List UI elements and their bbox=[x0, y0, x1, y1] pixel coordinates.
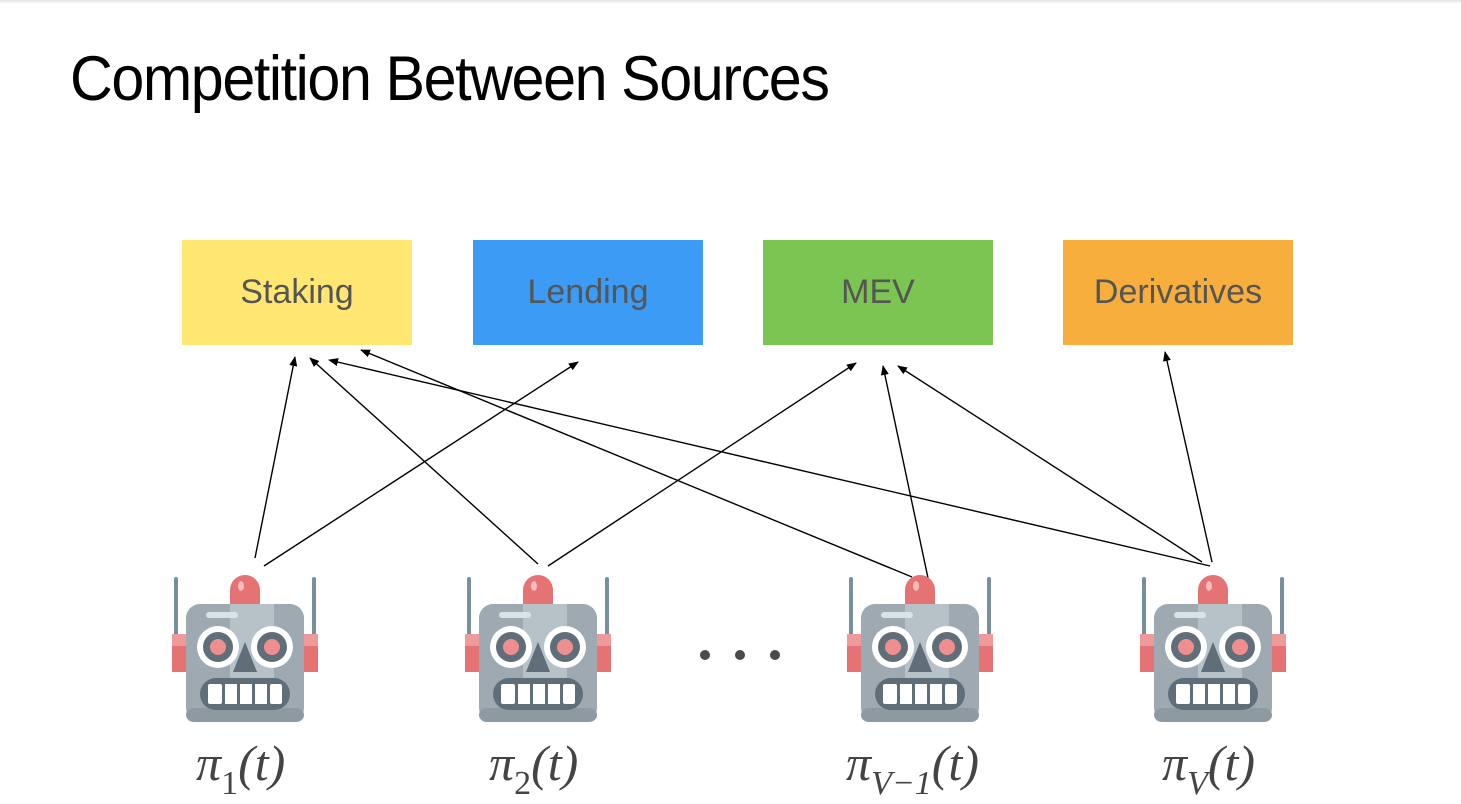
policy-subscript: V−1 bbox=[871, 765, 932, 802]
policy-subscript: V bbox=[1187, 765, 1208, 802]
policy-arg: (t) bbox=[931, 735, 979, 791]
policy-label-agent-v: πV(t) bbox=[1162, 735, 1256, 801]
arrow-agent-2-to-mev bbox=[547, 362, 857, 567]
source-box-staking[interactable]: Staking bbox=[182, 240, 412, 345]
arrow-agent-v-to-derivatives bbox=[1163, 351, 1213, 563]
policy-symbol: π bbox=[1162, 735, 1188, 791]
source-label-derivatives: Derivatives bbox=[1093, 273, 1263, 311]
arrow-agent-v-minus-1-to-staking bbox=[360, 349, 913, 578]
policy-subscript: 1 bbox=[221, 765, 239, 802]
robot-face-icon bbox=[170, 572, 320, 724]
source-label-staking: Staking bbox=[240, 273, 354, 311]
policy-label-agent-2: π2(t) bbox=[489, 735, 579, 801]
arrow-agent-v-to-mev bbox=[897, 365, 1203, 563]
more-agents-ellipsis bbox=[700, 640, 780, 670]
slide-top-edge bbox=[0, 0, 1461, 4]
policy-arg: (t) bbox=[1207, 735, 1256, 791]
policy-symbol: π bbox=[489, 735, 515, 791]
robot-face-icon bbox=[1138, 572, 1288, 724]
robot-face-icon bbox=[845, 572, 995, 724]
source-box-lending[interactable]: Lending bbox=[473, 240, 703, 345]
arrow-agent-v-minus-1-to-mev bbox=[880, 365, 929, 579]
ellipsis-dot bbox=[700, 650, 710, 660]
policy-symbol: π bbox=[196, 735, 222, 791]
policy-arg: (t) bbox=[238, 735, 286, 791]
arrow-agent-v-to-staking bbox=[328, 358, 1211, 567]
arrow-agent-1-to-lending bbox=[263, 361, 579, 567]
policy-label-agent-v-minus-1: πV−1(t) bbox=[846, 735, 979, 801]
policy-subscript: 2 bbox=[514, 765, 532, 802]
arrow-agent-1-to-staking bbox=[254, 356, 298, 559]
robot-face-icon bbox=[463, 572, 613, 724]
source-label-mev: MEV bbox=[841, 273, 915, 311]
policy-arg: (t) bbox=[531, 735, 579, 791]
arrow-agent-2-to-staking bbox=[309, 357, 539, 565]
source-box-mev[interactable]: MEV bbox=[763, 240, 993, 345]
ellipsis-dot bbox=[770, 650, 780, 660]
ellipsis-dot bbox=[735, 650, 745, 660]
policy-symbol: π bbox=[846, 735, 872, 791]
source-box-derivatives[interactable]: Derivatives bbox=[1063, 240, 1293, 345]
slide-title: Competition Between Sources bbox=[70, 44, 830, 114]
source-label-lending: Lending bbox=[527, 273, 649, 311]
policy-label-agent-1: π1(t) bbox=[196, 735, 286, 801]
